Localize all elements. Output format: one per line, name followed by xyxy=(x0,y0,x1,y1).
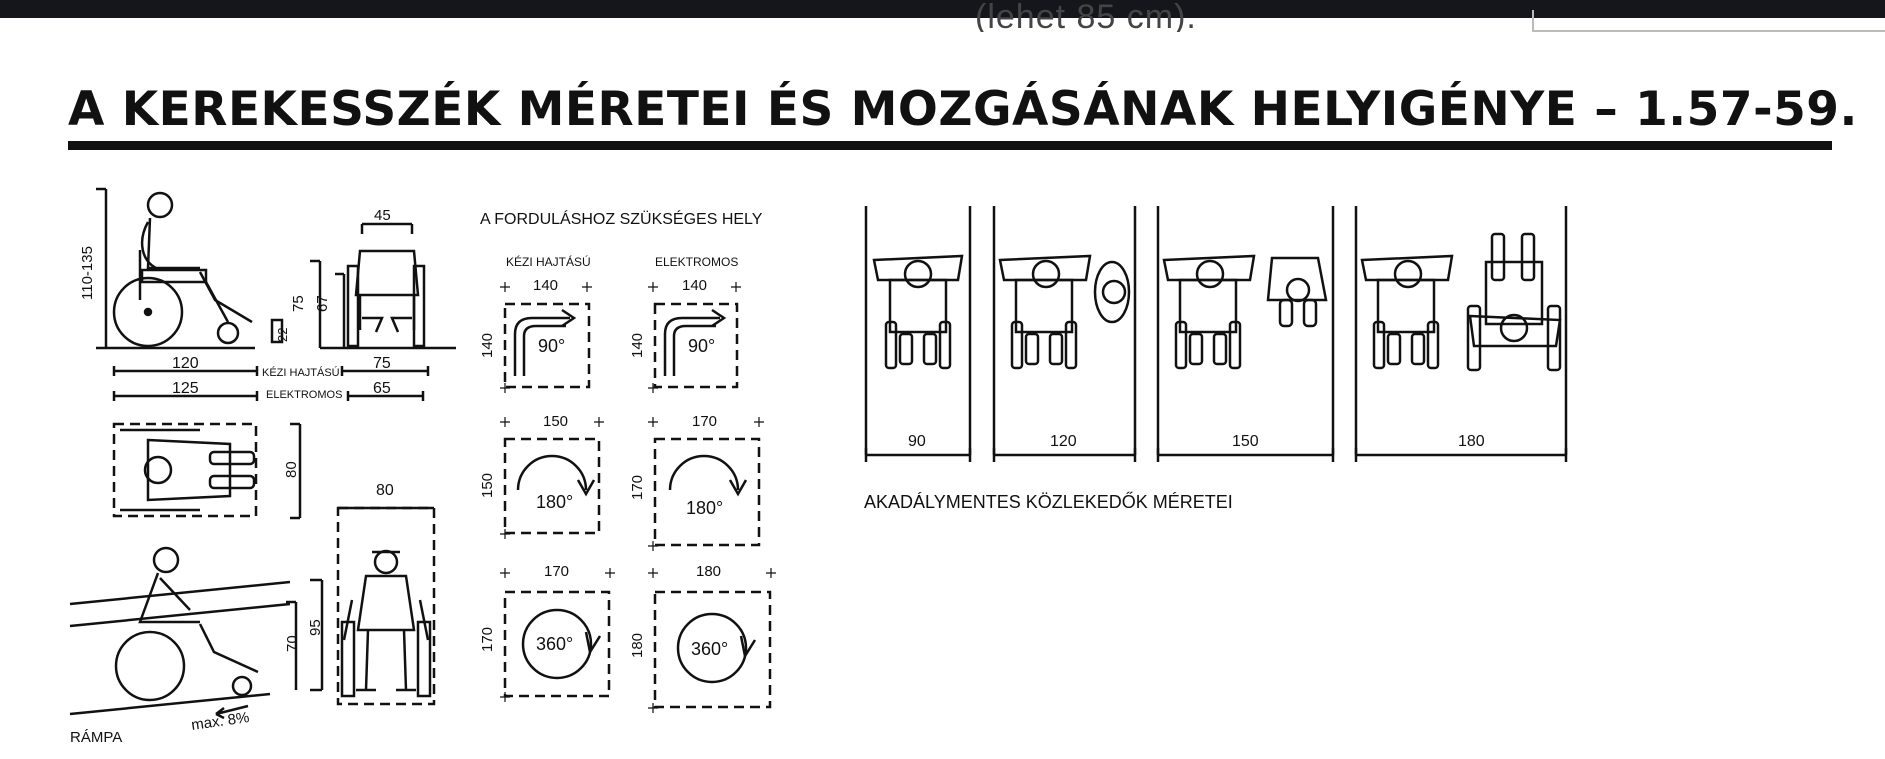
length-electric-label: 125 xyxy=(172,380,199,397)
turning-plus-marks xyxy=(500,282,776,713)
turning-cell-3-w: 150 xyxy=(543,413,568,430)
turning-cell-3-angle: 180° xyxy=(536,492,573,512)
width-electric-label: 65 xyxy=(373,380,391,397)
turning-cell-5-w: 170 xyxy=(544,563,569,580)
page-title: A KEREKESSZÉK MÉRETEI ÉS MOZGÁSÁNAK HELY… xyxy=(68,82,1858,137)
electric-label: ELEKTROMOS xyxy=(266,389,342,401)
seat-height-inner-label: 67 xyxy=(314,295,331,312)
corridor-widths: 90 120 xyxy=(864,206,1568,512)
corridor-width-120: 120 xyxy=(1050,433,1077,450)
ramp-label: RÁMPA xyxy=(70,729,122,746)
turning-cell-2-angle: 90° xyxy=(688,336,715,356)
turning-cell-4-w: 170 xyxy=(692,413,717,430)
turning-cell-2-h: 140 xyxy=(629,333,646,358)
ramp-h-outer-label: 95 xyxy=(307,619,324,636)
wheelchair-plan-view: 80 xyxy=(112,422,302,520)
turning-cell-1-h: 140 xyxy=(479,333,496,358)
width-manual-label: 75 xyxy=(373,355,391,372)
ramp-side-view: 70 95 RÁMPA max. 8% xyxy=(69,546,324,746)
height-range-label: 110-135 xyxy=(79,246,96,300)
length-dimensions: 120 125 KÉZI HAJTÁSÚ ELEKTROMOS 75 65 xyxy=(112,355,430,401)
turning-cell-4: 170 170 180° xyxy=(629,413,761,547)
turning-col-electric: ELEKTROMOS xyxy=(655,255,738,269)
corridor-width-90: 90 xyxy=(908,433,926,450)
title-underline xyxy=(68,141,1832,150)
turning-cell-5-angle: 360° xyxy=(536,634,573,654)
wheelchair-side-view: 110-135 22 xyxy=(79,187,290,350)
corridor-panel-90: 90 xyxy=(864,206,972,462)
ramp-slope-label: max. 8% xyxy=(190,709,250,734)
turning-cell-1-angle: 90° xyxy=(538,336,565,356)
turning-cell-4-h: 170 xyxy=(629,475,646,500)
turning-cell-6-angle: 360° xyxy=(691,639,728,659)
turning-cell-6-h: 180 xyxy=(629,633,646,658)
ramp-h-inner-label: 70 xyxy=(284,635,301,652)
turning-cell-6: 180 180 360° xyxy=(629,563,772,709)
corridor-width-180: 180 xyxy=(1458,433,1485,450)
front-view-person: 80 xyxy=(336,482,436,706)
manual-label: KÉZI HAJTÁSÚ xyxy=(262,366,340,379)
turning-cell-5-h: 170 xyxy=(479,627,496,652)
plan-width-label: 80 xyxy=(283,461,300,478)
corridor-width-150: 150 xyxy=(1232,433,1259,450)
corridor-caption: AKADÁLYMENTES KÖZLEKEDŐK MÉRETEI xyxy=(864,491,1233,512)
cut-off-previous-text: (lehet 85 cm). xyxy=(975,2,1197,32)
turning-title: A FORDULÁSHOZ SZÜKSÉGES HELY xyxy=(480,209,763,228)
corridor-panel-180: 180 xyxy=(1354,206,1568,462)
seat-height-label: 75 xyxy=(290,295,307,312)
turning-cell-3-h: 150 xyxy=(479,473,496,498)
turning-cell-2: 140 140 90° xyxy=(629,277,739,389)
corridor-panel-120: 120 xyxy=(992,206,1137,462)
front-width-label: 80 xyxy=(376,482,394,499)
wheelchair-dimension-drawings: 110-135 22 45 75 67 120 125 KÉZI HAJTÁSÚ… xyxy=(69,187,1568,746)
length-manual-label: 120 xyxy=(172,355,199,372)
turning-cell-3: 150 150 180° xyxy=(479,413,601,535)
wheelchair-front-view: 45 75 67 xyxy=(290,207,456,350)
corridor-panel-150: 150 xyxy=(1156,206,1335,462)
cut-off-box xyxy=(1532,10,1885,32)
top-width-label: 45 xyxy=(374,207,391,224)
turning-cell-1: 140 140 90° xyxy=(479,277,591,389)
turning-space: A FORDULÁSHOZ SZÜKSÉGES HELY KÉZI HAJTÁS… xyxy=(479,209,776,713)
turning-cell-4-angle: 180° xyxy=(686,498,723,518)
turning-cell-6-w: 180 xyxy=(696,563,721,580)
top-dark-bar xyxy=(0,0,1885,18)
turning-col-manual: KÉZI HAJTÁSÚ xyxy=(506,254,591,269)
turning-cell-5: 170 170 360° xyxy=(479,563,611,698)
footrest-label: 22 xyxy=(275,328,290,342)
turning-cell-2-w: 140 xyxy=(682,277,707,294)
turning-cell-1-w: 140 xyxy=(533,277,558,294)
